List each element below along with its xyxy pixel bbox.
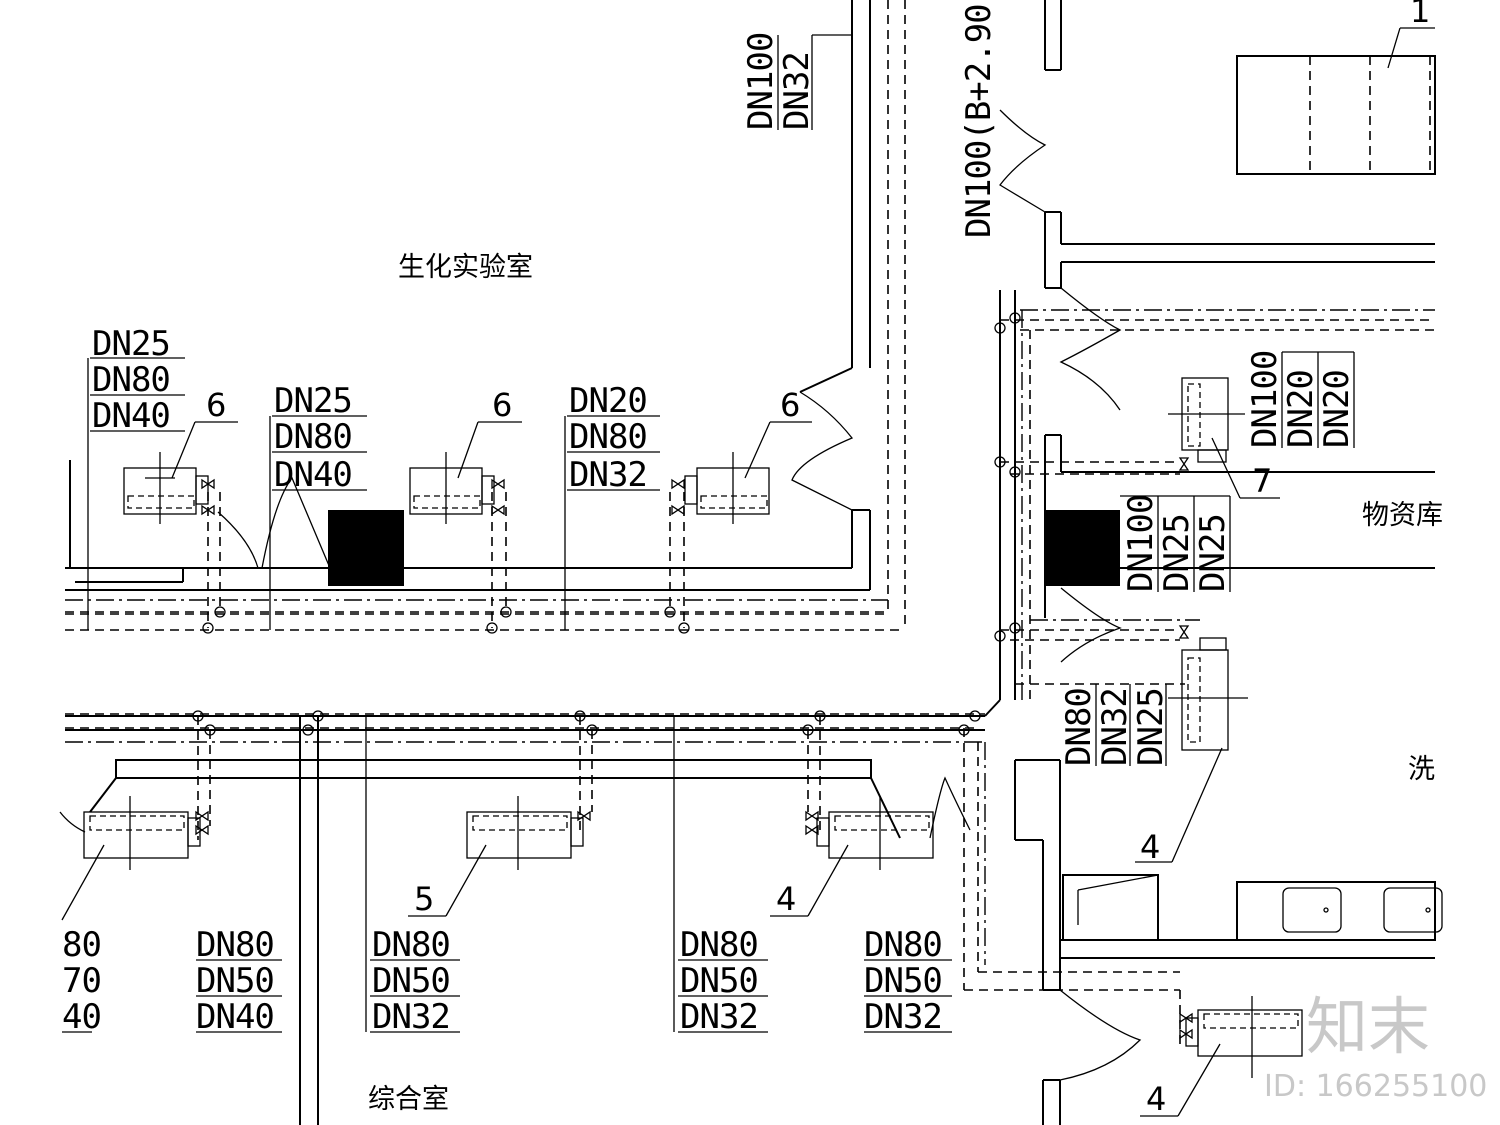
pipe-label: DN40 — [274, 455, 352, 495]
equipment-tag: 7 — [1252, 462, 1272, 500]
equipment-tag: 6 — [206, 386, 226, 424]
label-leaders — [61, 27, 1435, 1117]
pipe-label-lower-5: DN80 DN50 DN32 — [864, 925, 943, 1037]
room-label-wash: 洗 — [1408, 754, 1435, 785]
equipment-tag: 4 — [776, 880, 796, 918]
pipe-label: DN80 — [864, 925, 942, 965]
pipe-label: DN32 — [569, 455, 647, 495]
pipe-label: DN50 — [864, 961, 942, 1001]
pipe-label-stack-b: DN25 DN80 DN40 — [274, 381, 353, 495]
pipe-label: DN80 — [196, 925, 274, 965]
pipe-label: DN50 — [196, 961, 274, 1001]
pipe-label: DN32 — [777, 52, 817, 130]
pipe-label: DN80 — [92, 360, 170, 400]
pipe-label: DN80 — [1059, 688, 1099, 766]
pipe-label-lower-4: DN80 DN50 DN32 — [680, 925, 759, 1037]
pipe-label: DN40 — [92, 396, 170, 436]
pipe-label: DN20 — [1317, 370, 1357, 448]
pipe-label-storage-b: DN100 DN25 DN25 — [1121, 495, 1233, 592]
pipe-label: DN50 — [372, 961, 450, 1001]
doors — [59, 109, 1142, 1081]
pipe-label-lower-2: DN80 DN50 DN40 — [196, 925, 275, 1037]
pipe-label-lower-3: DN80 DN50 DN32 — [372, 925, 451, 1037]
walls — [65, 0, 1435, 1125]
pipe-label-stack-a: DN25 DN80 DN40 — [92, 324, 171, 436]
fcu-lab-3 — [684, 452, 770, 524]
cabinets-top-right — [1236, 55, 1436, 175]
fcu-lower-5 — [466, 796, 584, 870]
fcu-storage-7 — [1168, 377, 1245, 463]
pipe-label: DN25 — [274, 381, 352, 421]
equipment-tag: 1 — [1410, 0, 1430, 30]
pipe-label: DN80 — [372, 925, 450, 965]
pipe-label: 70 — [62, 961, 101, 1001]
room-label-storage: 物资库 — [1362, 500, 1443, 531]
pipe-label: 80 — [62, 925, 101, 965]
room-label-general: 综合室 — [368, 1084, 449, 1115]
pipe-label: DN25 — [92, 324, 170, 364]
pipe-label: DN32 — [864, 997, 942, 1037]
room-label-biochem-lab: 生化实验室 — [398, 252, 533, 283]
pipe-label: DN20 — [569, 381, 647, 421]
pipe-label: DN100 — [1121, 495, 1161, 592]
pipe-label-storage-a: DN100 DN20 DN20 — [1245, 351, 1357, 448]
pipe-label-corridor: DN80 DN32 DN25 — [1059, 688, 1171, 766]
pipe-label: DN40 — [196, 997, 274, 1037]
pipe-label: DN50 — [680, 961, 758, 1001]
fcu-corridor-4 — [1168, 637, 1248, 751]
pipe-label: DN80 — [680, 925, 758, 965]
pipe-label-lower-1: 80 70 40 — [62, 925, 102, 1037]
column-lab — [328, 510, 404, 586]
pipe-label: 40 — [62, 997, 101, 1037]
pipe-label-riser: DN100(B+2.90 — [959, 4, 999, 238]
pipe-label-stack-c: DN20 DN80 DN32 — [569, 381, 648, 495]
fcu-lower-1 — [83, 796, 201, 870]
fcu-lower-4 — [816, 796, 934, 870]
column-corridor — [1044, 510, 1120, 586]
fcu-wash-4 — [1185, 996, 1303, 1078]
pipe-label: DN20 — [1281, 370, 1321, 448]
fcu-lab-1 — [123, 452, 209, 524]
watermark-id: ID: 166255100 — [1264, 1069, 1487, 1104]
pipe-label: DN32 — [680, 997, 758, 1037]
valves — [195, 457, 1193, 1040]
pipe-label: DN32 — [1095, 688, 1135, 766]
fcu-lab-2 — [409, 452, 495, 524]
pipe-label: DN25 — [1157, 514, 1197, 592]
equipment-tag: 4 — [1146, 1080, 1166, 1118]
pipe-label: DN25 — [1193, 514, 1233, 592]
pipe-label: DN32 — [372, 997, 450, 1037]
watermark-logo: 知末 — [1306, 990, 1430, 1063]
equipment-tag: 6 — [492, 386, 512, 424]
pipe-label: DN100 — [1245, 351, 1285, 448]
piping — [65, 0, 1435, 1050]
equipment-tag: 6 — [780, 386, 800, 424]
pipe-label-top-stack: DN100 DN32 — [741, 33, 817, 130]
pipe-nodes — [192, 312, 1021, 736]
equipment-tag: 5 — [414, 880, 434, 918]
sinks — [1062, 874, 1443, 941]
pipe-label: DN25 — [1131, 688, 1171, 766]
pipe-label: DN80 — [274, 417, 352, 457]
riser-elevation-label: DN100(B+2.90 — [959, 4, 999, 238]
equipment-tag: 4 — [1140, 828, 1160, 866]
pipe-label: DN80 — [569, 417, 647, 457]
pipe-label: DN100 — [741, 33, 781, 130]
